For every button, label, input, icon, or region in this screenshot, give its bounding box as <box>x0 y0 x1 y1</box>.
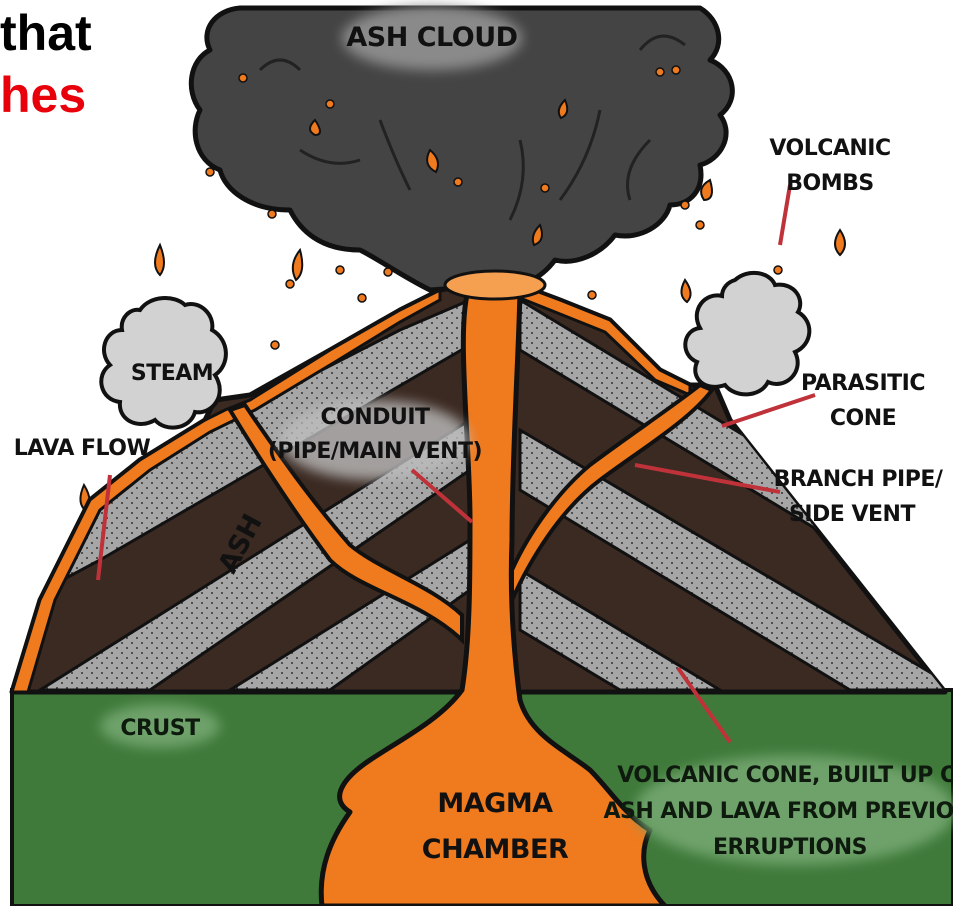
lava-droplets <box>79 98 846 513</box>
volcanic-cone-label-3: ERRUPTIONS <box>713 835 867 860</box>
magma-chamber-label-2: CHAMBER <box>422 834 569 865</box>
leader-volcanic-bombs <box>778 184 792 246</box>
branch-pipe-right <box>510 382 716 601</box>
leader-parasitic-cone <box>721 393 816 428</box>
parasitic-cone-label-2: CONE <box>830 406 896 431</box>
volcanic-cone-label-1: VOLCANIC CONE, BUILT UP OF <box>617 763 953 788</box>
volcanic-bombs-particles <box>205 65 783 350</box>
steam-right <box>683 270 812 397</box>
conduit-label-2: (PIPE/MAIN VENT) <box>268 439 482 464</box>
conduit-label-1: CONDUIT <box>320 405 430 430</box>
header-text-line-2: hes <box>0 67 87 123</box>
header-text-line-1: that <box>0 5 92 61</box>
volcanic-cone-label-2: ASH AND LAVA FROM PREVIOUS <box>603 799 953 824</box>
volcanic-bombs-label-2: BOMBS <box>786 171 873 196</box>
leader-lines <box>96 184 816 744</box>
branch-pipe-label-1: BRANCH PIPE/ <box>774 467 944 492</box>
leader-volcanic-cone <box>676 666 732 744</box>
ash-cloud-label: ASH CLOUD <box>346 22 517 53</box>
leader-branch-pipe <box>634 463 781 494</box>
steam-left <box>99 296 228 430</box>
parasitic-cone-label-1: PARASITIC <box>801 371 925 396</box>
magma-chamber-label-1: MAGMA <box>437 788 553 819</box>
branch-pipe-left <box>227 402 464 645</box>
leader-conduit <box>410 468 474 524</box>
conduit-label-glow <box>280 400 470 480</box>
branch-pipe-label-2: SIDE VENT <box>789 502 915 527</box>
ash-cloud-label-glow <box>342 6 522 70</box>
crust-label: CRUST <box>120 716 200 741</box>
leader-lava-flow <box>96 474 112 581</box>
lava-flow-label: LAVA FLOW <box>14 436 151 461</box>
crater <box>443 269 547 301</box>
ash-cloud-smoke <box>188 5 735 293</box>
volcanic-bombs-label-1: VOLCANIC <box>769 136 890 161</box>
crust-label-glow <box>100 704 220 748</box>
cone-label-glow <box>635 755 953 865</box>
steam-label: STEAM <box>131 361 213 386</box>
